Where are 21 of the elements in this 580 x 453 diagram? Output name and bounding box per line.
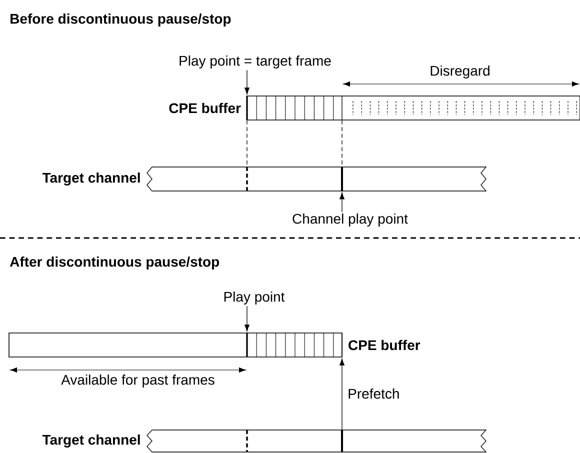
point-label: Play point xyxy=(224,291,285,305)
dimension-label: Available for past frames xyxy=(61,374,214,388)
arrow xyxy=(244,70,250,94)
guide-line xyxy=(246,120,248,168)
section-heading: After discontinuous pause/stop xyxy=(10,256,220,270)
channel-bar: Target channel xyxy=(42,166,487,192)
buffer-bar: CPE buffer xyxy=(169,96,580,120)
section-heading: Before discontinuous pause/stop xyxy=(10,13,231,27)
edge-label: Prefetch xyxy=(344,386,402,402)
arrow xyxy=(340,358,344,430)
arrow xyxy=(340,192,344,212)
buffer-bar: CPE buffer xyxy=(8,332,420,358)
point-label: Play point = target frame xyxy=(180,55,331,69)
channel-bar: Target channel xyxy=(42,430,487,452)
point-label: Channel play point xyxy=(292,213,408,227)
dimension-label: Disregard xyxy=(430,65,490,79)
node-label: Target channel xyxy=(42,434,140,448)
arrow xyxy=(244,306,250,332)
node-label: Target channel xyxy=(42,172,140,186)
node-label: CPE buffer xyxy=(348,340,420,350)
node-label: CPE buffer xyxy=(169,102,241,114)
